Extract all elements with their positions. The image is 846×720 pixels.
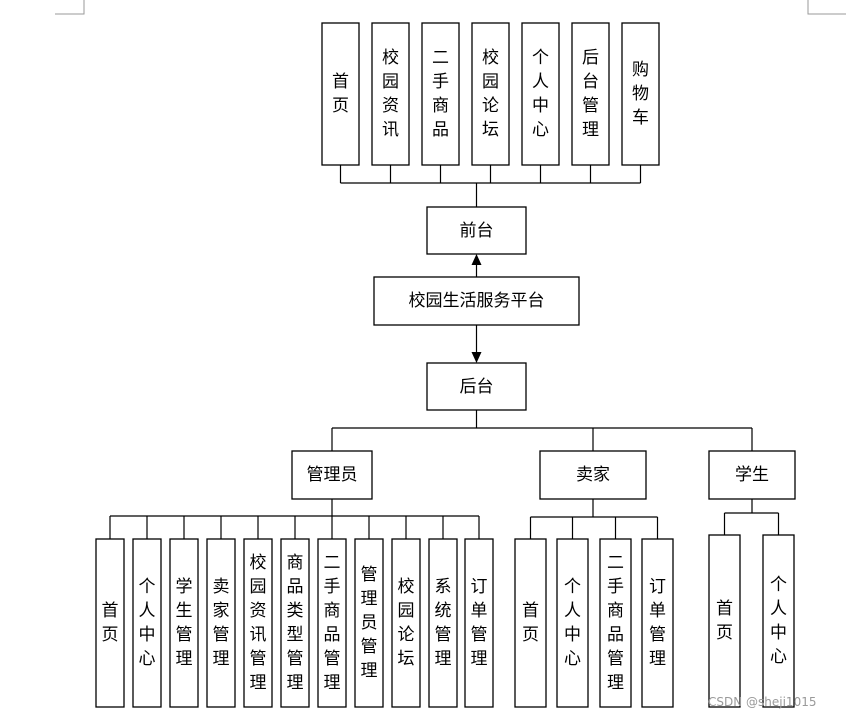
admin-module-7: 管理员管理 <box>354 538 384 708</box>
root-node: 校园生活服务平台 <box>373 276 580 326</box>
admin-module-label: 二手商品管理 <box>324 553 341 693</box>
frontend-module-label: 校园资讯 <box>382 48 399 140</box>
seller-module-box <box>599 538 632 708</box>
frontend-module-3: 校园论坛 <box>471 22 510 166</box>
admin-module-8: 校园论坛 <box>391 538 421 708</box>
admin-module-10: 订单管理 <box>464 538 494 708</box>
admin-module-label: 校园论坛 <box>398 577 415 669</box>
backend-modules: 首页 个人中心 学生管理 卖家管理 校园资讯管理 商品类型管理 二手商品管理 管理员管理 校园论… <box>95 534 795 708</box>
admin-module-box <box>391 538 421 708</box>
role-admin-label: 管理员 <box>307 465 358 485</box>
admin-module-box <box>428 538 458 708</box>
admin-module-label: 卖家管理 <box>213 577 230 669</box>
frontend-module-label: 个人中心 <box>532 48 549 140</box>
frontend-module-box <box>321 22 360 166</box>
student-module-box <box>708 534 741 708</box>
frontend-module-label: 后台管理 <box>582 48 599 140</box>
admin-module-box <box>280 538 310 708</box>
student-module-label: 首页 <box>716 599 733 643</box>
student-module-1: 个人中心 <box>762 534 795 708</box>
page-corner-marks <box>55 0 846 15</box>
admin-module-4: 校园资讯管理 <box>243 538 273 708</box>
frontend-module-box <box>571 22 610 166</box>
role-seller-label: 卖家 <box>576 465 610 485</box>
seller-module-0: 首页 <box>514 538 547 708</box>
admin-module-box <box>317 538 347 708</box>
role-student-node: 学生 <box>708 450 796 500</box>
admin-module-box <box>132 538 162 708</box>
admin-module-1: 个人中心 <box>132 538 162 708</box>
admin-module-label: 校园资讯管理 <box>250 553 267 693</box>
frontend-module-label: 首页 <box>332 72 349 116</box>
frontend-module-label: 购物车 <box>632 60 649 128</box>
frontend-label: 前台 <box>460 221 494 241</box>
frontend-modules: 首页 校园资讯 二手商品 校园论坛 个人中心 后台管理 购物车 <box>321 22 660 166</box>
frontend-module-box <box>471 22 510 166</box>
frontend-node: 前台 <box>426 206 527 255</box>
frontend-module-5: 后台管理 <box>571 22 610 166</box>
admin-module-label: 个人中心 <box>139 577 156 669</box>
frontend-module-box <box>421 22 460 166</box>
frontend-module-label: 二手商品 <box>432 48 449 140</box>
admin-module-6: 二手商品管理 <box>317 538 347 708</box>
frontend-module-2: 二手商品 <box>421 22 460 166</box>
backend-node: 后台 <box>426 362 527 411</box>
role-student-label: 学生 <box>735 465 769 485</box>
admin-module-3: 卖家管理 <box>206 538 236 708</box>
admin-module-label: 商品类型管理 <box>287 553 304 693</box>
admin-module-box <box>243 538 273 708</box>
seller-module-label: 个人中心 <box>564 577 581 669</box>
admin-module-box <box>354 538 384 708</box>
student-module-box <box>762 534 795 708</box>
admin-module-9: 系统管理 <box>428 538 458 708</box>
admin-module-label: 管理员管理 <box>361 565 378 681</box>
frontend-module-label: 校园论坛 <box>482 48 499 140</box>
frontend-module-6: 购物车 <box>621 22 660 166</box>
seller-module-label: 首页 <box>522 601 539 645</box>
csdn-watermark: CSDN @sheji1015 <box>708 695 817 709</box>
admin-module-0: 首页 <box>95 538 125 708</box>
arrowhead <box>471 352 482 363</box>
frontend-module-0: 首页 <box>321 22 360 166</box>
frontend-module-box <box>621 22 660 166</box>
frontend-module-box <box>371 22 410 166</box>
admin-module-5: 商品类型管理 <box>280 538 310 708</box>
seller-module-box <box>641 538 674 708</box>
connector-lines <box>109 165 780 539</box>
admin-module-2: 学生管理 <box>169 538 199 708</box>
backend-label: 后台 <box>460 377 494 397</box>
frontend-module-4: 个人中心 <box>521 22 560 166</box>
student-module-0: 首页 <box>708 534 741 708</box>
admin-module-box <box>464 538 494 708</box>
admin-module-box <box>169 538 199 708</box>
admin-module-label: 学生管理 <box>176 577 193 669</box>
admin-module-label: 系统管理 <box>435 577 452 669</box>
admin-module-box <box>206 538 236 708</box>
arrowhead <box>471 254 482 265</box>
role-seller-node: 卖家 <box>539 450 647 500</box>
student-module-label: 个人中心 <box>770 575 787 667</box>
admin-module-label: 订单管理 <box>471 577 488 669</box>
seller-module-2: 二手商品管理 <box>599 538 632 708</box>
frontend-module-box <box>521 22 560 166</box>
role-admin-node: 管理员 <box>291 450 373 500</box>
seller-module-box <box>514 538 547 708</box>
admin-module-box <box>95 538 125 708</box>
seller-module-label: 二手商品管理 <box>607 553 624 693</box>
seller-module-1: 个人中心 <box>556 538 589 708</box>
seller-module-box <box>556 538 589 708</box>
root-label: 校园生活服务平台 <box>409 291 545 311</box>
frontend-module-1: 校园资讯 <box>371 22 410 166</box>
seller-module-3: 订单管理 <box>641 538 674 708</box>
seller-module-label: 订单管理 <box>649 577 666 669</box>
admin-module-label: 首页 <box>102 601 119 645</box>
